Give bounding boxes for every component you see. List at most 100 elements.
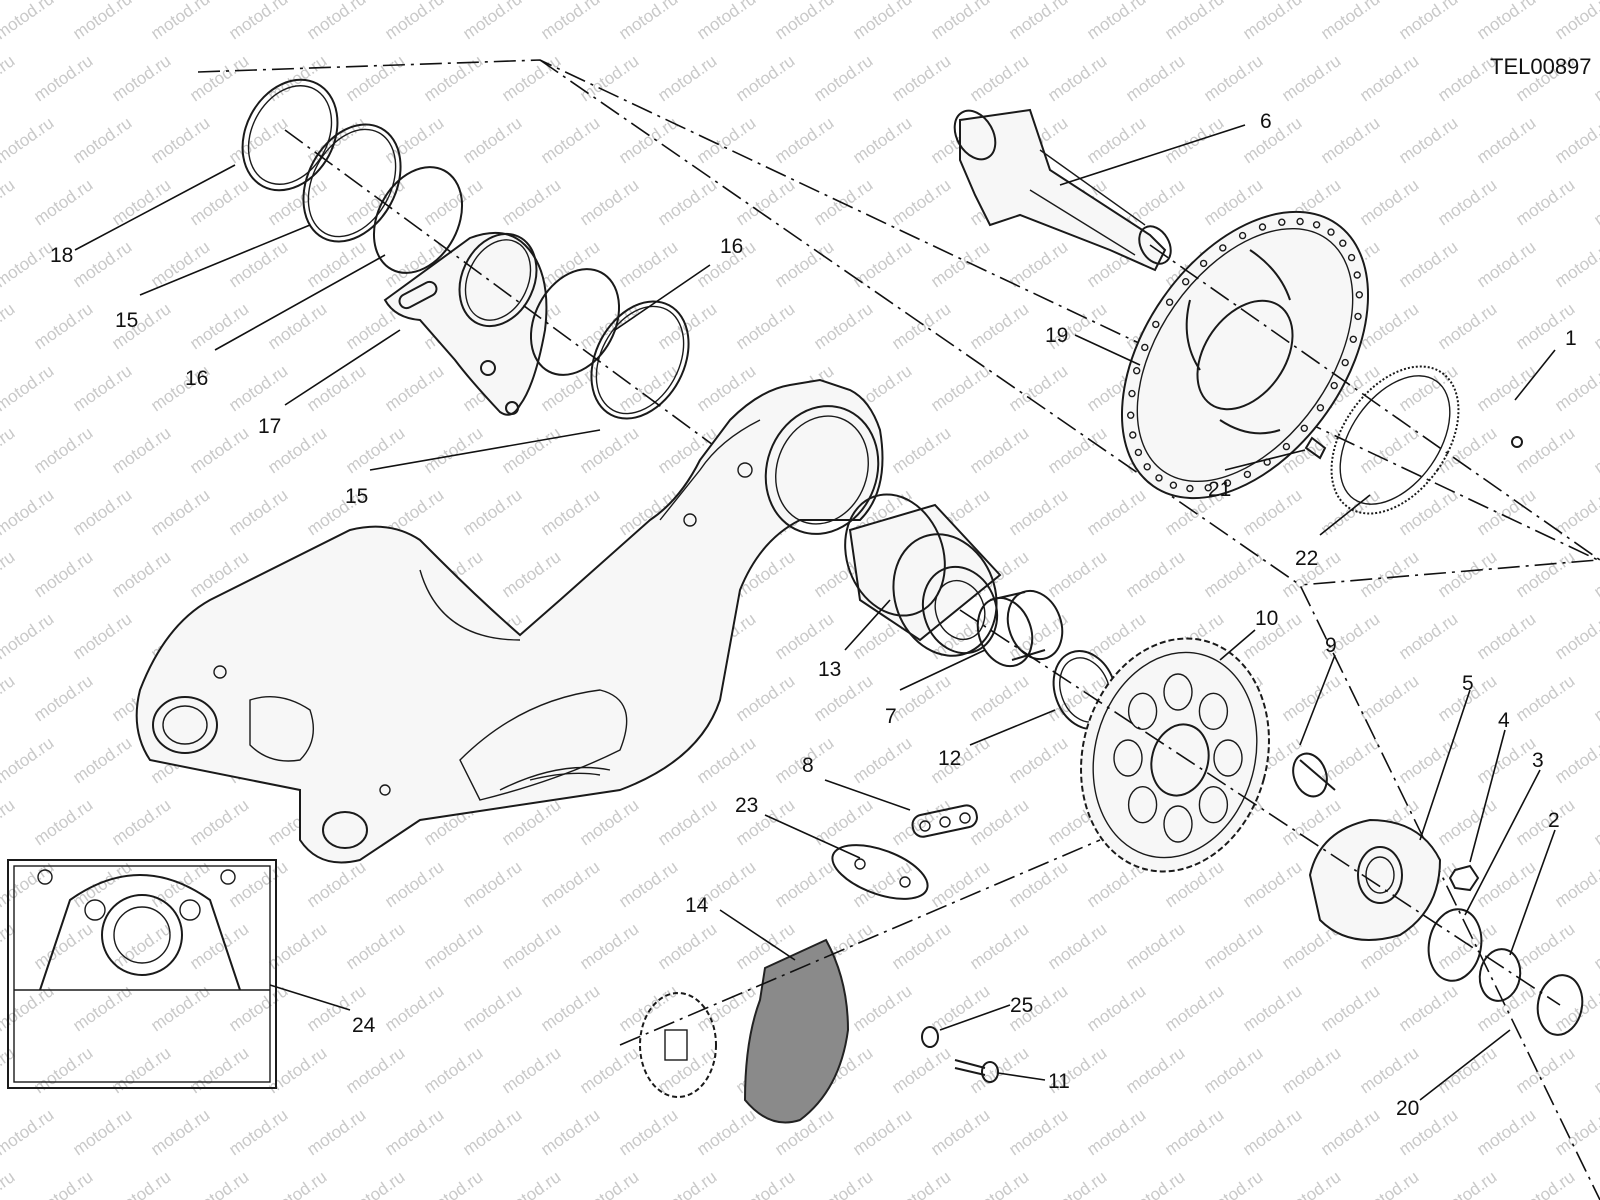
label-part-2: 2 [1548, 809, 1560, 832]
watermark-text: motod.ru [1590, 423, 1600, 477]
watermark-text: motod.ru [1356, 423, 1422, 477]
watermark-text: motod.ru [1473, 113, 1539, 167]
watermark-text: motod.ru [30, 671, 96, 725]
watermark-text: motod.ru [654, 1167, 720, 1200]
bolt-21 [1304, 436, 1327, 460]
label-part-23: 23 [735, 794, 758, 817]
axis-line-disc [1149, 244, 1600, 561]
label-part-15-lower: 15 [345, 485, 368, 508]
disc-hole [1165, 298, 1174, 306]
sprocket-hole [1163, 805, 1193, 843]
washer-25 [921, 1026, 939, 1048]
watermark-text: motod.ru [0, 919, 18, 973]
brake-disc-19 [1120, 210, 1370, 500]
label-part-24: 24 [352, 1014, 376, 1037]
brake-disc-holes [1126, 217, 1364, 493]
watermark-text: motod.ru [225, 113, 291, 167]
watermark-text: motod.ru [1590, 547, 1600, 601]
watermark-text: motod.ru [849, 237, 915, 291]
watermark-text: motod.ru [69, 113, 135, 167]
disc-hole [1312, 221, 1321, 229]
label-part-15-top: 15 [115, 309, 138, 332]
watermark-text: motod.ru [654, 919, 720, 973]
watermark-text: motod.ru [1512, 423, 1578, 477]
watermark-text: motod.ru [459, 485, 525, 539]
watermark-text: motod.ru [1473, 1105, 1539, 1159]
watermark-text: motod.ru [1083, 0, 1149, 43]
watermark-text: motod.ru [225, 1105, 291, 1159]
watermark-text: motod.ru [537, 981, 603, 1035]
disc-hole [1316, 404, 1325, 412]
watermark-text: motod.ru [381, 113, 447, 167]
label-part-14: 14 [685, 894, 709, 917]
watermark-text: motod.ru [576, 919, 642, 973]
tone-ring-22 [1330, 365, 1460, 515]
watermark-text: motod.ru [186, 795, 252, 849]
watermark-text: motod.ru [303, 857, 369, 911]
watermark-text: motod.ru [1590, 795, 1600, 849]
watermark-text: motod.ru [1200, 919, 1266, 973]
watermark-text: motod.ru [1317, 1105, 1383, 1159]
watermark-text: motod.ru [108, 51, 174, 105]
watermark-text: motod.ru [966, 671, 1032, 725]
watermark-text: motod.ru [186, 299, 252, 353]
watermark-text: motod.ru [576, 423, 642, 477]
watermark-text: motod.ru [225, 361, 291, 415]
watermark-text: motod.ru [420, 423, 486, 477]
watermark-text: motod.ru [264, 299, 330, 353]
watermark-text: motod.ru [264, 1043, 330, 1097]
sprocket-hole [1198, 786, 1229, 824]
watermark-text: motod.ru [966, 423, 1032, 477]
watermark-text: motod.ru [30, 1043, 96, 1097]
watermark-text: motod.ru [732, 175, 798, 229]
watermark-text: motod.ru [1005, 485, 1071, 539]
watermark-text: motod.ru [1551, 609, 1600, 663]
watermark-text: motod.ru [888, 1043, 954, 1097]
watermark-text: motod.ru [576, 1167, 642, 1200]
watermark-text: motod.ru [264, 1167, 330, 1200]
watermark-text: motod.ru [30, 795, 96, 849]
watermark-text: motod.ru [459, 0, 525, 43]
sprocket-hole [1127, 786, 1158, 824]
watermark-text: motod.ru [108, 1043, 174, 1097]
screw-1 [1511, 436, 1523, 448]
watermark-text: motod.ru [1590, 919, 1600, 973]
wheel-hub-6 [953, 108, 1172, 272]
watermark-text: motod.ru [69, 0, 135, 43]
watermark-text: motod.ru [1551, 981, 1600, 1035]
watermark-text: motod.ru [0, 51, 18, 105]
watermark-text: motod.ru [1395, 237, 1461, 291]
disc-hole [1132, 367, 1141, 375]
watermark-text: motod.ru [186, 423, 252, 477]
label-part-3: 3 [1532, 749, 1544, 772]
axis-line-left [539, 59, 1301, 586]
watermark-text: motod.ru [654, 51, 720, 105]
label-part-18: 18 [50, 244, 73, 267]
watermark-text: motod.ru [849, 857, 915, 911]
watermark-text: motod.ru [966, 51, 1032, 105]
watermark-text: motod.ru [498, 547, 564, 601]
watermark-text: motod.ru [1122, 1043, 1188, 1097]
watermark-text: motod.ru [1239, 981, 1305, 1035]
watermark-text: motod.ru [69, 361, 135, 415]
disc-hole [1300, 424, 1309, 432]
sprocket-holes [1113, 673, 1243, 843]
watermark-text: motod.ru [303, 237, 369, 291]
watermark-text: motod.ru [1395, 485, 1461, 539]
watermark-text: motod.ru [1044, 51, 1110, 105]
watermark-text: motod.ru [1512, 671, 1578, 725]
watermark-text: motod.ru [810, 1167, 876, 1200]
rear-sprocket-10 [1080, 637, 1270, 873]
disc-hole [1219, 244, 1227, 252]
disc-hole [1152, 320, 1160, 329]
watermark-text: motod.ru [0, 485, 57, 539]
watermark-text: motod.ru [69, 733, 135, 787]
washer-3 [1427, 908, 1483, 982]
watermark-text: motod.ru [732, 1167, 798, 1200]
chain-link-8 [911, 804, 978, 838]
chain-clip-23 [831, 844, 929, 900]
watermark-text: motod.ru [0, 1105, 57, 1159]
watermark-text: motod.ru [1200, 51, 1266, 105]
watermark-text: motod.ru [849, 113, 915, 167]
watermark-text: motod.ru [810, 51, 876, 105]
